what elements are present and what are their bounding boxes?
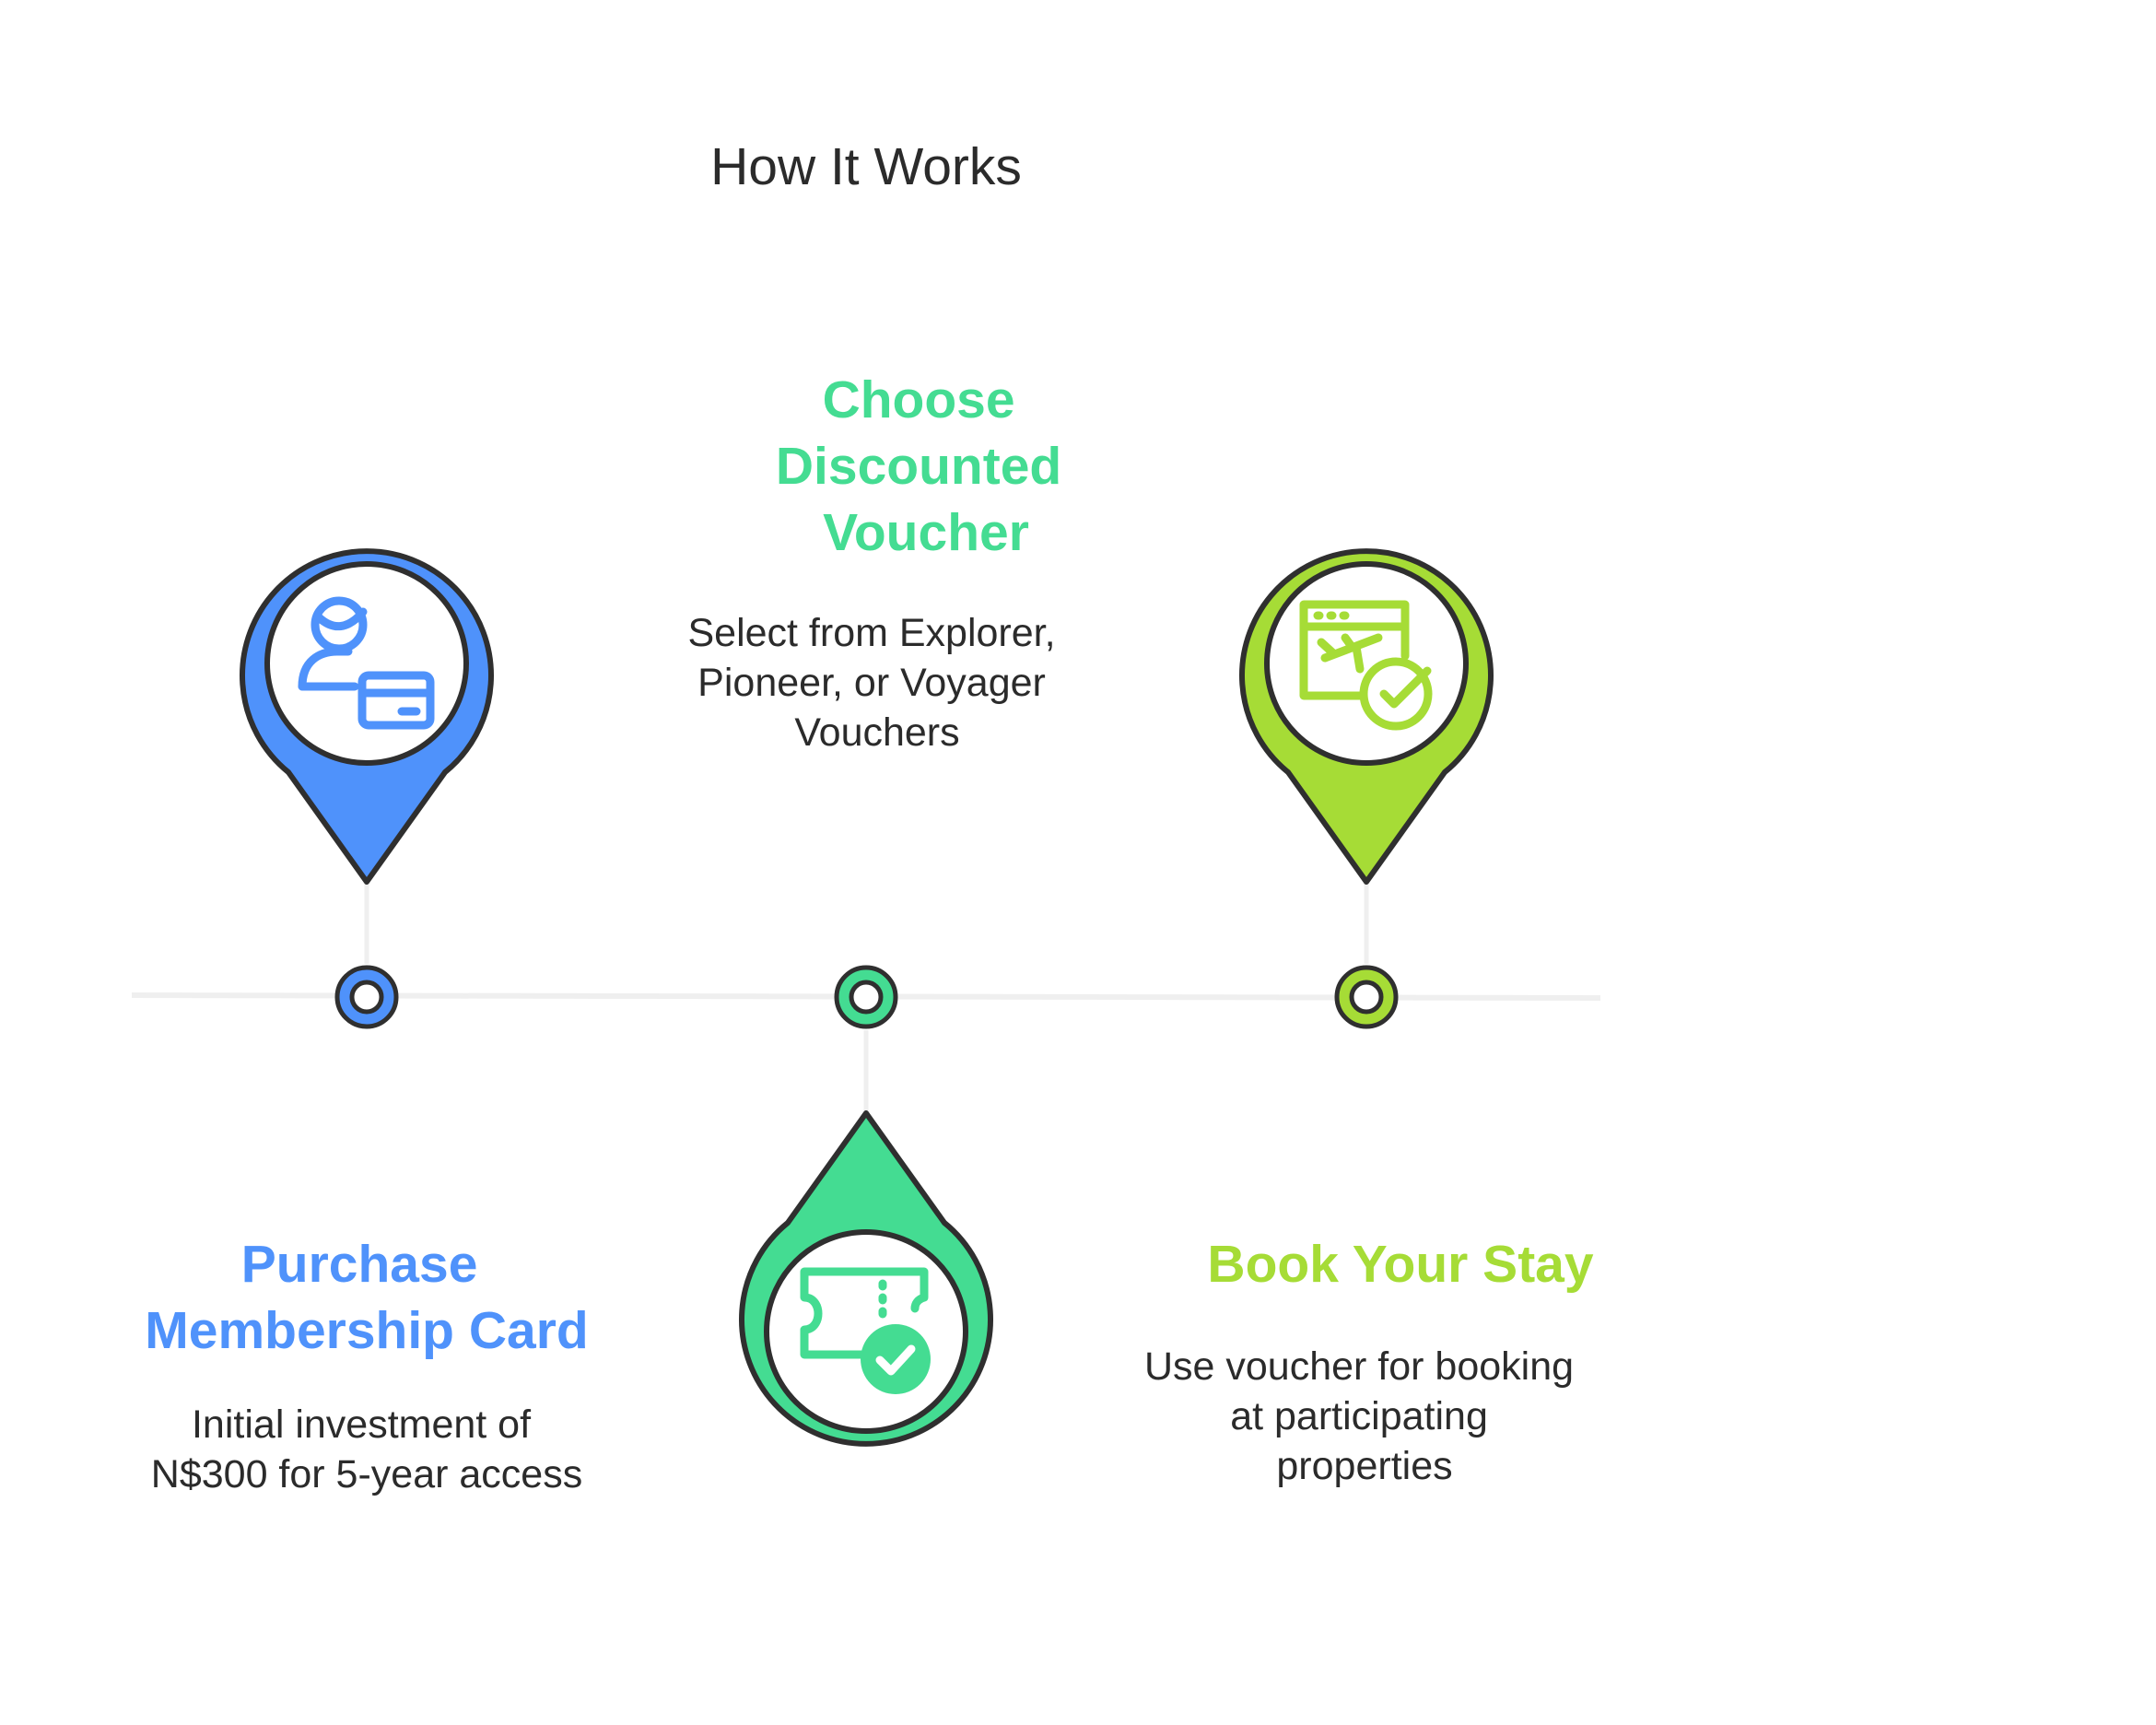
step-1-description-line: Initial investment of	[192, 1402, 532, 1447]
step-2-title-line: Choose	[823, 370, 1015, 429]
pin-step-3	[1239, 548, 1494, 885]
step-2-description: Select from Explorer, Pioneer, or Voyage…	[687, 611, 1066, 755]
step-2-description-line: Pioneer, or Voyager	[697, 661, 1046, 705]
step-2-title-line: Voucher	[823, 503, 1029, 562]
page-title: How It Works	[710, 137, 1022, 196]
ticket-check-icon	[800, 1267, 931, 1394]
timeline-marker-step-2	[834, 965, 898, 1029]
pin-step-2	[739, 1110, 993, 1447]
step-2-description-line: Select from Explorer,	[687, 611, 1055, 655]
step-1-description-line: N$300 for 5-year access	[151, 1452, 582, 1496]
step-3-title: Book Your Stay	[1207, 1235, 1593, 1294]
pin-step-1	[240, 548, 494, 885]
step-1-title-line: Membership Card	[145, 1301, 588, 1360]
timeline-marker-step-3	[1334, 965, 1399, 1029]
flight-booking-check-icon	[1299, 600, 1433, 731]
step-2-title: Choose Discounted Voucher	[776, 370, 1076, 562]
timeline-marker-step-1	[334, 965, 399, 1029]
step-1-description: Initial investment of N$300 for 5-year a…	[151, 1402, 582, 1496]
step-3-title-line: Book Your Stay	[1207, 1235, 1593, 1294]
step-1-title-line: Purchase	[241, 1235, 478, 1294]
step-1-title: Purchase Membership Card	[145, 1235, 588, 1360]
step-3-description-line: Use voucher for booking	[1144, 1344, 1574, 1389]
step-2-title-line: Discounted	[776, 437, 1061, 496]
step-3-description: Use voucher for booking at participating…	[1144, 1344, 1585, 1488]
user-credit-card-icon	[298, 596, 435, 730]
step-3-description-line: properties	[1276, 1444, 1452, 1488]
step-3-description-line: at participating	[1230, 1394, 1488, 1438]
step-2-description-line: Vouchers	[794, 710, 959, 755]
